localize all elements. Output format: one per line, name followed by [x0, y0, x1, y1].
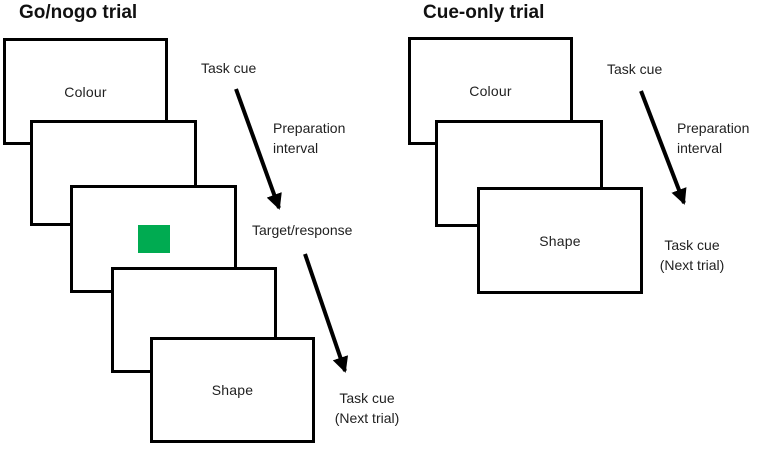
gonogo-colour-cue-label: Colour: [64, 83, 107, 100]
go-nogo-trial-title: Go/nogo trial: [19, 2, 138, 23]
gonogo-label-target-response: Target/response: [252, 222, 353, 238]
gonogo-frame-shape-cue: Shape: [150, 337, 315, 443]
preparation-interval-line1: Preparation: [273, 120, 346, 136]
cueonly-label-preparation-interval: Preparation interval: [677, 118, 749, 158]
cueonly-label-next-task-cue: Task cue (Next trial): [652, 235, 732, 275]
cueonly-label-task-cue: Task cue: [607, 61, 663, 77]
next-task-cue-line2: (Next trial): [334, 410, 400, 426]
gonogo-shape-cue-label: Shape: [211, 382, 254, 398]
preparation-interval-line2: interval: [273, 140, 319, 156]
next-task-cue-line1: Task cue: [664, 237, 720, 253]
gonogo-label-preparation-interval: Preparation interval: [273, 118, 345, 158]
cueonly-colour-cue-label: Colour: [469, 83, 512, 99]
next-task-cue-line2: (Next trial): [659, 257, 725, 273]
cueonly-shape-cue-label: Shape: [539, 232, 581, 249]
preparation-interval-line1: Preparation: [677, 120, 750, 136]
preparation-interval-line2: interval: [677, 140, 723, 156]
green-target-square: [137, 225, 170, 253]
gonogo-label-task-cue: Task cue: [201, 60, 257, 76]
next-task-cue-line1: Task cue: [339, 390, 395, 406]
gonogo-label-next-task-cue: Task cue (Next trial): [327, 388, 407, 428]
cue-only-trial-title: Cue-only trial: [423, 2, 545, 23]
cueonly-frame-shape-cue: Shape: [477, 187, 643, 294]
